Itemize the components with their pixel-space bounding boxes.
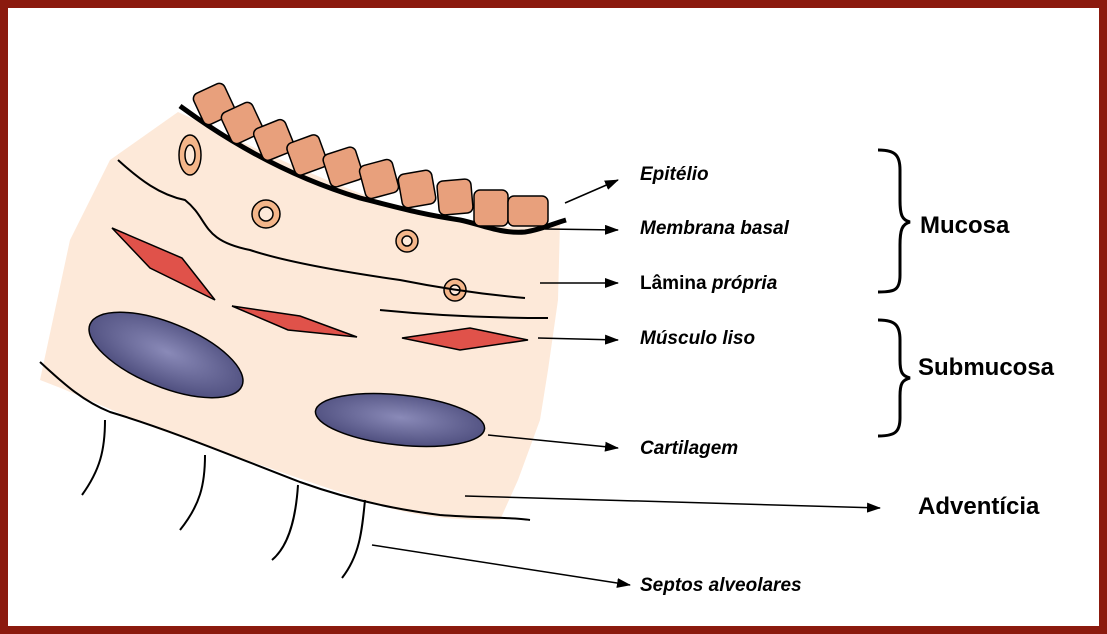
epithelial-cell: [508, 196, 548, 226]
alveolar-septum: [82, 420, 105, 495]
adventicia-label: Adventícia: [918, 495, 1039, 519]
arrow-adventicia: [465, 496, 880, 508]
gland-ring-lumen: [402, 236, 412, 246]
epithelial-cell: [397, 169, 436, 208]
epithelial-cell: [358, 158, 400, 200]
epithelial-cell: [437, 179, 474, 216]
alveolar-septum: [180, 455, 205, 530]
mucosa-label: Mucosa: [920, 214, 1009, 238]
gland-ring-lumen: [259, 207, 273, 221]
alveolar-septum: [272, 485, 298, 560]
lamina-propria-label: Lâmina própria: [640, 274, 777, 293]
layer-braces: [878, 150, 910, 436]
arrow-septos-alveolares: [372, 545, 630, 585]
submucosa-brace: [878, 320, 910, 436]
lamina-propria-label-prefix: Lâmina: [640, 273, 707, 294]
septos-alveolares-label: Septos alveolares: [640, 576, 802, 595]
cartilagem-label: Cartilagem: [640, 439, 738, 458]
musculo-liso-label: Músculo liso: [640, 329, 755, 348]
epitelio-label: Epitélio: [640, 165, 709, 184]
submucosa-label: Submucosa: [918, 356, 1054, 380]
epithelial-cell: [474, 190, 508, 226]
arrow-membrana-basal: [545, 229, 618, 230]
arrow-epitelio: [565, 180, 618, 203]
alveolar-septum: [342, 500, 365, 578]
lamina-propria-label-suffix: própria: [712, 273, 777, 294]
mucosa-brace: [878, 150, 910, 292]
gland-ring-lumen: [185, 145, 195, 165]
membrana-basal-label: Membrana basal: [640, 219, 789, 238]
